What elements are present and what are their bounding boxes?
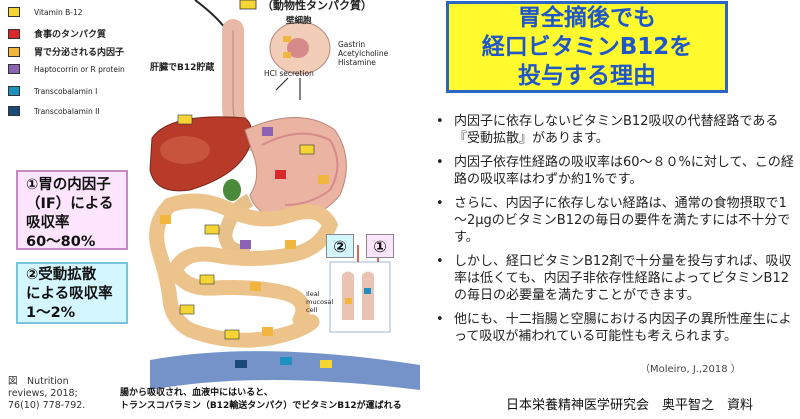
- secretion-acetylcholine: Acetylcholine: [338, 49, 389, 58]
- passive-diffusion-absorption-box: ②受動拡散 による吸収率 1～2%: [16, 262, 128, 324]
- title-line-2: 経口ビタミンB12を: [481, 33, 693, 60]
- badge-passive-diffusion: ②: [326, 234, 354, 258]
- legend-label: Transcobalamin II: [34, 106, 100, 116]
- box-line: による吸収率: [26, 286, 113, 302]
- haptocorrin-swatch-icon: [8, 64, 20, 74]
- parietal-secretions: Gastrin Acetylcholine Histamine: [338, 40, 388, 67]
- title-line-1: 胃全摘後でも: [518, 4, 656, 31]
- legend-label: 胃で分泌される内因子: [34, 48, 125, 58]
- bullet-item: さらに、内因子に依存しない経路は、通常の食物摂取で1～2μgのビタミンB12の毎…: [426, 195, 794, 246]
- liver-label: 肝臓でB12貯蔵: [150, 63, 215, 73]
- box-line: 吸収率: [26, 215, 70, 231]
- secretion-histamine: Histamine: [338, 58, 376, 67]
- tc2-swatch-icon: [8, 106, 20, 116]
- title-line-3: 投与する理由: [518, 62, 656, 89]
- box-line: 1～2%: [26, 305, 76, 321]
- legend-transcobalamin-1: Transcobalamin I: [8, 86, 97, 96]
- box-line: （IF）による: [26, 196, 114, 212]
- caption-line: トランスコバラミン（B12輸送タンパク）でビタミンB12が運ばれる: [120, 401, 402, 411]
- b12-absorption-diagram: （動物性タンパク質） 壁細胞 Gastrin Acetylcholine His…: [8, 0, 420, 413]
- legend-haptocorrin: Haptocorrin or R protein: [8, 64, 125, 74]
- bullet-item: 他にも、十二指腸と空腸における内因子の異所性産生によって吸収が補われている可能性…: [426, 311, 794, 345]
- citation-line: reviews, 2018;: [8, 388, 78, 399]
- food-protein-label: （動物性タンパク質）: [262, 0, 372, 12]
- citation-line: 図 Nutrition: [8, 376, 69, 387]
- legend-transcobalamin-2: Transcobalamin II: [8, 106, 100, 116]
- diagram-caption: 腸から吸収され、血液中にはいると、 トランスコバラミン（B12輸送タンパク）でビ…: [120, 387, 402, 413]
- ileal-cell-label: Ileal mucosal cell: [306, 290, 334, 314]
- legend-label: Transcobalamin I: [34, 86, 98, 96]
- if-swatch-icon: [8, 46, 20, 57]
- protein-swatch-icon: [8, 28, 20, 39]
- bullet-list: 内因子に依存しないビタミンB12吸収の代替経路である『受動拡散』があります。 内…: [426, 113, 794, 352]
- slide-title-box: 胃全摘後でも 経口ビタミンB12を 投与する理由: [446, 1, 728, 93]
- citation-line: 76(10) 778-792.: [8, 400, 86, 411]
- bullet-item: 内因子依存性経路の吸収率は60～８０%に対して、この経路の吸収率はわずか約1%で…: [426, 154, 794, 188]
- hcl-label: HCl secretion: [264, 69, 314, 78]
- footer-credit: 日本栄養精神医学研究会 奥平智之 資料: [506, 398, 754, 413]
- badge-intrinsic-factor: ①: [366, 234, 394, 258]
- figure-citation: 図 Nutrition reviews, 2018; 76(10) 778-79…: [8, 376, 85, 412]
- box-line: ②受動拡散: [26, 267, 97, 283]
- bullet-item: 内因子に依存しないビタミンB12吸収の代替経路である『受動拡散』があります。: [426, 113, 794, 147]
- tc1-swatch-icon: [8, 86, 20, 96]
- box-line: 60～80%: [26, 234, 96, 250]
- diagram-illustration: [149, 0, 420, 390]
- legend-label: Haptocorrin or R protein: [34, 64, 125, 74]
- secretion-gastrin: Gastrin: [338, 40, 366, 49]
- legend-label: Vitamin B-12: [34, 7, 83, 17]
- legend-intrinsic-factor: 胃で分泌される内因子: [8, 45, 124, 58]
- caption-line: 腸から吸収され、血液中にはいると、: [120, 388, 273, 398]
- box-line: ①胃の内因子: [26, 177, 111, 193]
- reference-citation: （Moleiro, J.,2018 ）: [640, 364, 741, 375]
- parietal-cell-label: 壁細胞: [286, 16, 312, 26]
- legend-dietary-protein: 食事のタンパク質: [8, 27, 106, 40]
- intrinsic-factor-absorption-box: ①胃の内因子 （IF）による 吸収率 60～80%: [16, 170, 128, 250]
- bullet-item: しかし、経口ビタミンB12剤で十分量を投与すれば、吸収率は低くても、内因子非依存…: [426, 253, 794, 304]
- b12-swatch-icon: [8, 7, 20, 17]
- legend-b12: Vitamin B-12: [8, 7, 83, 17]
- legend-label: 食事のタンパク質: [34, 30, 107, 40]
